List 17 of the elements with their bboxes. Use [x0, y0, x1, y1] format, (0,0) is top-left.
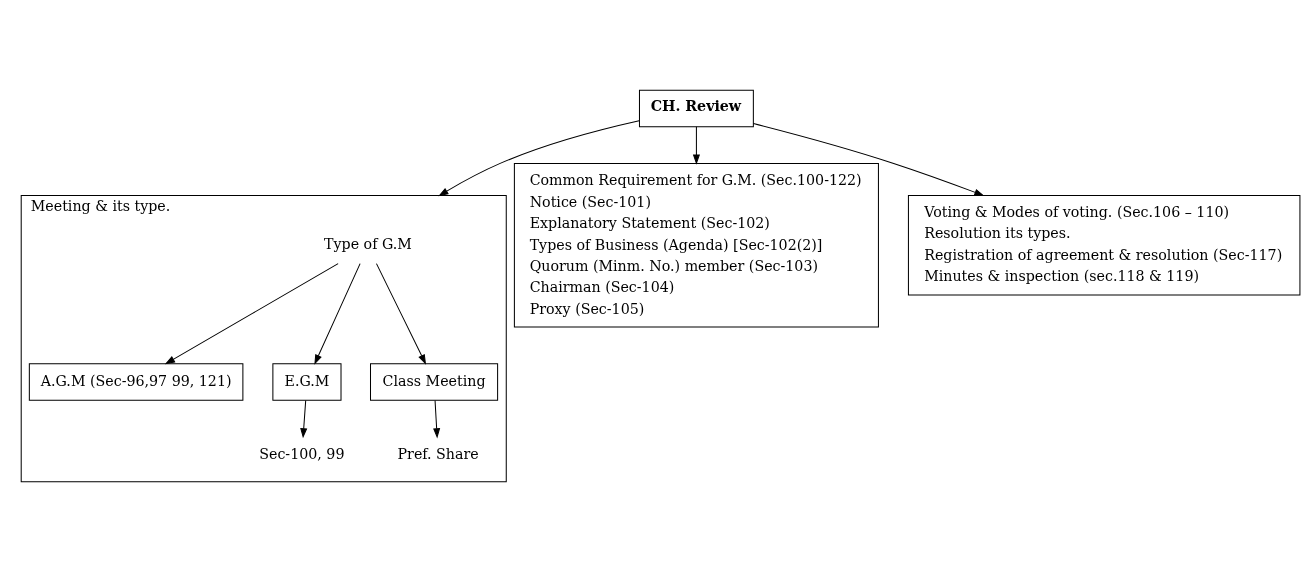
- node-box: CH. Review: [638, 89, 754, 128]
- node-text: Pref. Share: [397, 446, 479, 463]
- node-text: Type of G.M: [323, 236, 412, 253]
- arrow: [752, 122, 984, 196]
- node-box: E.G.M: [271, 363, 341, 401]
- arrow: [432, 400, 440, 439]
- node-box: A.G.M (Sec-96,97 99, 121): [28, 363, 243, 401]
- node-text: Sec-100, 99: [258, 446, 344, 463]
- arrow: [692, 126, 700, 165]
- node-box: Common Requirement for G.M. (Sec.100-122) Notice (Sec-101) Explanatory Statement (Sec-102) Types of Business (Agenda) [Sec-102(2)] Quorum (Minm. No.) member (Sec-103) Chairman (Sec-104) Proxy (Sec-105): [513, 162, 879, 328]
- arrow: [313, 263, 361, 365]
- arrow: [437, 120, 640, 197]
- arrow: [375, 263, 426, 365]
- arrow: [164, 263, 339, 365]
- node-box: Voting & Modes of voting. (Sec.106 – 110) Resolution its types. Registration of agreement & resolution (Sec-117) Minutes & inspection (sec.118 & 119): [907, 194, 1300, 296]
- node-box: Class Meeting: [369, 363, 498, 401]
- arrow: [299, 400, 307, 439]
